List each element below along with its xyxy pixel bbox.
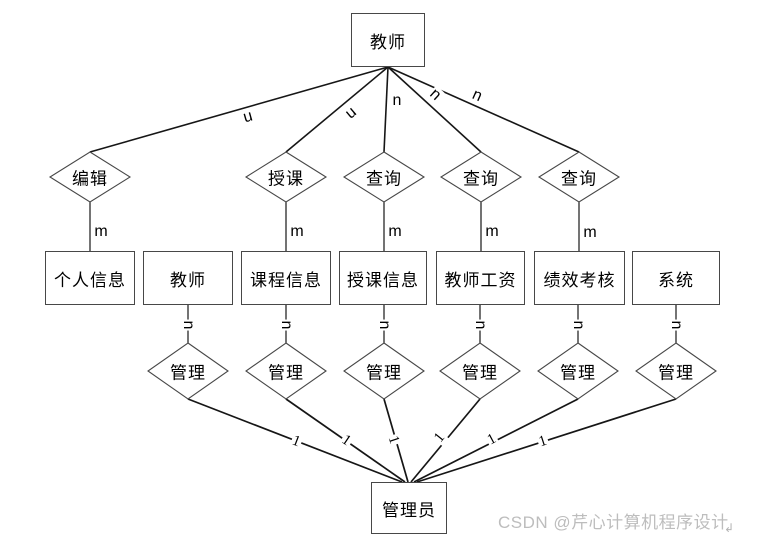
relation-manage-3-label: 管理 [366,363,402,383]
teacher-to-relation-connectors [89,66,580,153]
cardinality-n-lower-5: n [570,319,587,331]
cardinality-n-lower-3: n [376,319,393,331]
entity-course-info: 课程信息 [241,251,331,305]
relation-manage-1-label: 管理 [170,363,206,383]
cardinality-m-3: m [387,223,403,240]
relation-diamonds-bottom [147,342,717,400]
relation-manage-2-label: 管理 [268,363,304,383]
entity-teacher: 教师 [351,13,425,67]
entity-teaching-info: 授课信息 [339,251,427,305]
relation-query-1-label: 查询 [366,169,402,189]
entity-teacher-salary: 教师工资 [436,251,525,305]
entity-system: 系统 [632,251,720,305]
relation-edit-label: 编辑 [72,169,108,189]
cardinality-n-lower-6: n [668,319,685,331]
relation-manage-6-label: 管理 [658,363,694,383]
relation-manage-4-label: 管理 [462,363,498,383]
entity-admin: 管理员 [371,482,447,534]
cardinality-n-lower-2: n [278,319,295,331]
cardinality-m-1: m [93,223,109,240]
relation-diamonds-top [48,151,621,203]
cardinality-n-3: n [391,92,403,109]
cardinality-n-lower-1: n [180,319,197,331]
cardinality-m-4: m [484,223,500,240]
relation-manage-5-label: 管理 [560,363,596,383]
relation-query-3-label: 查询 [561,169,597,189]
entity-performance-review: 绩效考核 [534,251,625,305]
cardinality-m-2: m [289,223,305,240]
csdn-watermark: CSDN @芹心计算机程序设计 [498,513,729,532]
cursor-mark: ↲ [724,521,735,535]
relation-query-2-label: 查询 [463,169,499,189]
cardinality-m-5: m [582,224,598,241]
entity-personal-info: 个人信息 [45,251,135,305]
manage-to-admin-connectors [187,398,677,483]
relation-to-entity-connectors [89,202,580,251]
entity-teacher-record: 教师 [143,251,233,305]
entity-to-manage-connectors [187,305,677,343]
relation-teach-label: 授课 [268,169,304,189]
cardinality-n-lower-4: n [472,319,489,331]
